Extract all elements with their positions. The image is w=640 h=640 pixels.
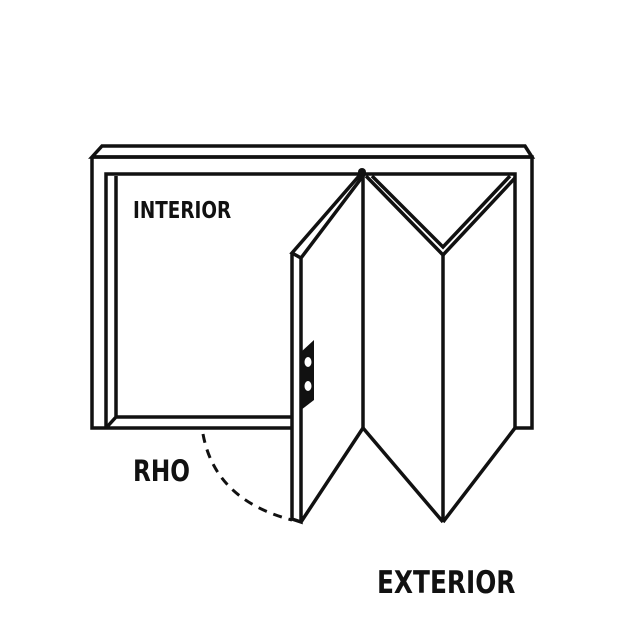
frame-inner — [104, 172, 517, 428]
exterior-label: EXTERIOR — [377, 564, 516, 600]
interior-label: INTERIOR — [133, 197, 231, 224]
door-panel-1 — [289, 174, 367, 525]
door-panel-4 — [370, 174, 517, 524]
frame-outer — [90, 155, 534, 430]
swing-arc — [201, 433, 293, 522]
door-panel-3 — [361, 174, 445, 524]
hinge-icon — [358, 168, 366, 176]
door-handle-icon — [301, 340, 314, 410]
frame-inner-lip — [104, 176, 292, 430]
rho-label: RHO — [133, 456, 190, 489]
